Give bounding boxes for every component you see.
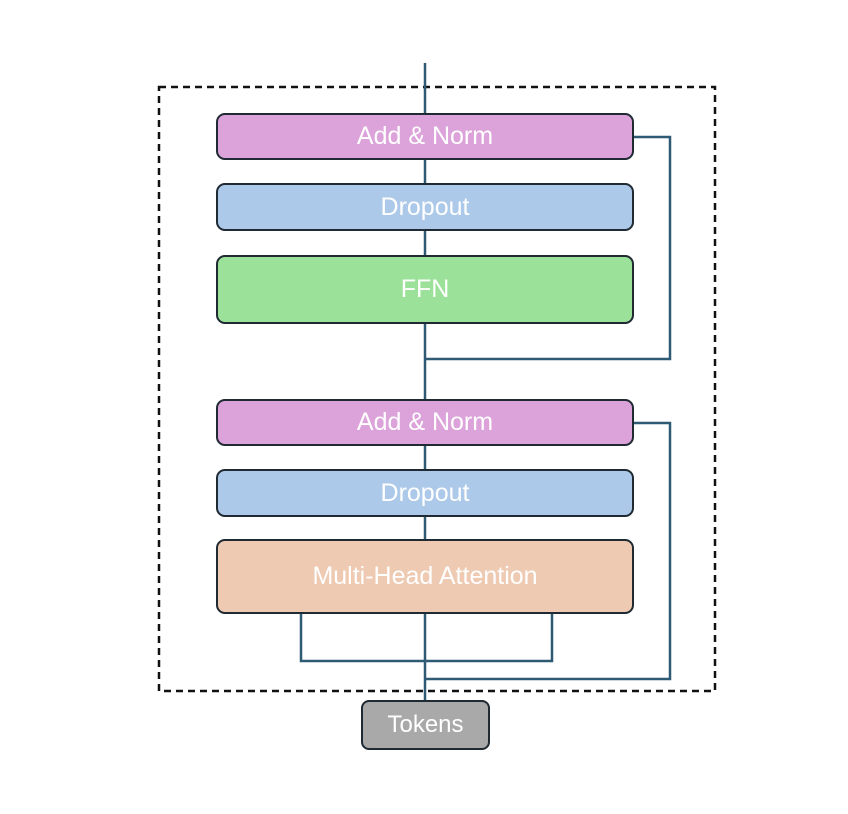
tokens-block: Tokens [361,700,490,750]
layer-boundary [157,85,717,693]
residual-connection-top [425,135,672,361]
add-norm-block-top: Add & Norm [216,113,634,160]
dropout-block-bottom: Dropout [216,469,634,517]
attention-input-split [299,614,554,663]
residual-connection-bottom [425,421,672,681]
connector-lines [299,63,672,700]
add-norm-block-bottom: Add & Norm [216,399,634,446]
dropout-block-top: Dropout [216,183,634,231]
multi-head-attention-block: Multi-Head Attention [216,539,634,614]
ffn-block: FFN [216,255,634,324]
